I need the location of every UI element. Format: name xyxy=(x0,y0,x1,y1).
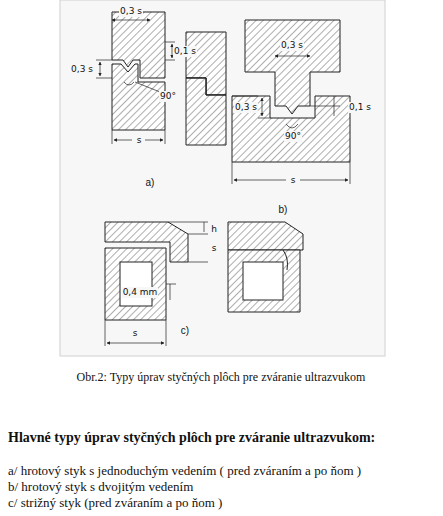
dimension-label: 0,1 s xyxy=(173,46,197,57)
figure-letter: c) xyxy=(181,325,189,337)
figure-letter: a) xyxy=(146,177,155,189)
dimension-label: 0,3 s xyxy=(280,40,304,51)
angle-label: 90° xyxy=(284,131,302,142)
list-item: a/ hrotový styk s jednoduchým vedením ( … xyxy=(8,463,361,478)
dimension-label: 0,3 s xyxy=(119,6,143,17)
figure-caption: Obr.2: Typy úprav styčných plôch pre zvá… xyxy=(77,370,366,384)
dimension-label: 0,3 s xyxy=(234,102,258,113)
dimension-label: s xyxy=(136,135,143,146)
dimension-label: 0,1 s xyxy=(348,102,372,113)
list-item: b/ hrotový styk s dvojitým vedením xyxy=(8,479,193,494)
dimension-label: s xyxy=(132,328,139,339)
dimension-label: s xyxy=(290,175,297,186)
list-item: c/ strižný styk (pred zváraním a po ňom … xyxy=(8,495,222,510)
dimension-label: 0,3 s xyxy=(70,64,94,75)
dimension-label: h xyxy=(210,224,218,235)
dimension-label: 0,4 mm xyxy=(122,287,159,298)
figure-letter: b) xyxy=(279,204,288,216)
angle-label: 90° xyxy=(159,91,177,102)
section-heading: Hlavné typy úprav styčných plôch pre zvá… xyxy=(8,430,375,446)
dimension-label: s xyxy=(211,243,218,254)
